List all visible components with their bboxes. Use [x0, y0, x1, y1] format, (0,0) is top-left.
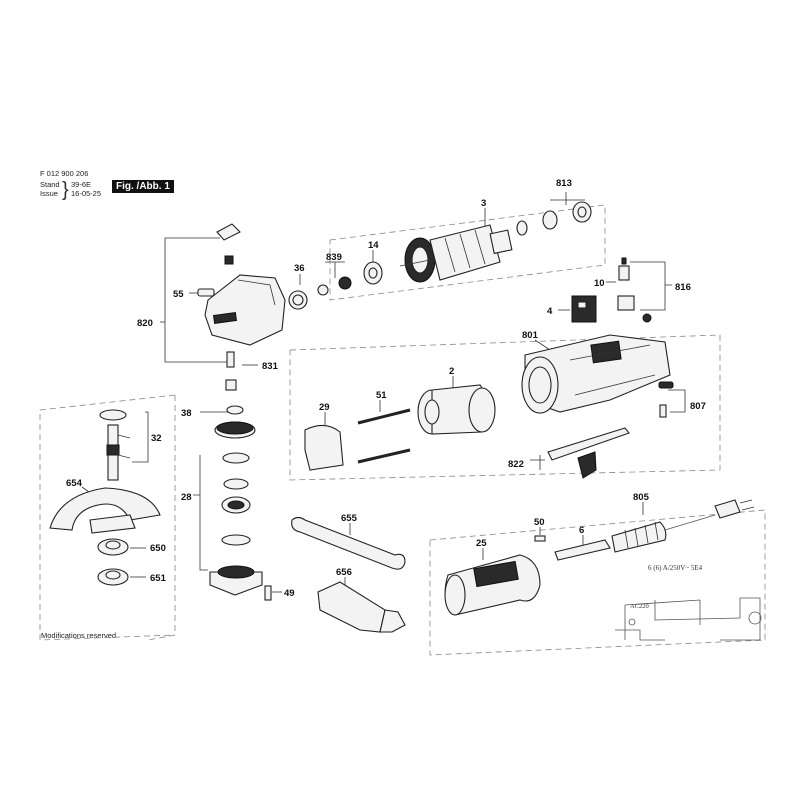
- part-nut-839: [338, 276, 352, 290]
- part-cap: [216, 223, 241, 241]
- part-number-36: 36: [294, 263, 305, 274]
- part-ring-28b: [221, 534, 251, 546]
- leader-813: [550, 192, 585, 205]
- part-ring-28a: [223, 478, 249, 490]
- part-number-55: 55: [173, 289, 184, 300]
- part-housing-logo: [212, 311, 238, 325]
- part-number-820: 820: [137, 318, 153, 329]
- part-screw-51a: [357, 408, 411, 425]
- part-screw-50: [534, 535, 546, 542]
- part-bearing-839: [317, 284, 329, 296]
- part-number-49: 49: [284, 588, 295, 599]
- leader-816: [630, 261, 672, 311]
- part-labels: 813 3 839 14 36 55 820 831 10 816 4 801 2 51 29 807 822 3…: [66, 178, 706, 599]
- frame-spindle-group: [39, 394, 176, 641]
- part-number-29: 29: [319, 402, 330, 413]
- part-switch-4: [571, 295, 597, 323]
- part-washer-813: [516, 220, 528, 236]
- leader-839: [325, 261, 345, 278]
- part-number-839: 839: [326, 252, 342, 263]
- part-number-14: 14: [368, 240, 379, 251]
- part-bush: [225, 379, 237, 391]
- part-gear-housing: [204, 274, 286, 346]
- schematic-rating: 6 (6) A/250V~ 5E4: [648, 564, 703, 572]
- part-motor-housing-801: [521, 334, 671, 414]
- issue-label: Issue: [40, 189, 58, 198]
- part-guard-654: [49, 487, 161, 531]
- leader-28: [193, 455, 208, 571]
- doc-number: F 012 900 206: [40, 169, 89, 178]
- part-armature-3: [399, 224, 513, 283]
- part-number-25: 25: [476, 538, 487, 549]
- schematic-supply: AC220: [630, 603, 649, 610]
- part-handle-656: [317, 581, 386, 633]
- part-circlip-28: [222, 452, 250, 464]
- frame-gear-group: [147, 395, 176, 641]
- part-number-3: 3: [481, 198, 486, 209]
- stand-label: Stand: [40, 180, 60, 189]
- part-number-32: 32: [151, 433, 162, 444]
- part-brush-spring: [642, 313, 652, 323]
- part-number-655: 655: [341, 513, 358, 524]
- part-bearing-813a: [542, 210, 558, 230]
- part-switch-paddle: [577, 451, 597, 479]
- part-number-816: 816: [675, 282, 691, 293]
- part-spanner-655: [291, 516, 406, 570]
- modifications-note: Modifications reserved: [41, 631, 117, 640]
- part-screw-49: [264, 585, 272, 601]
- part-cover-807: [658, 381, 674, 389]
- leader-807: [668, 389, 686, 413]
- part-screw-55: [197, 288, 215, 297]
- part-number-28: 28: [181, 492, 192, 503]
- figure-label: Fig. /Abb. 1: [112, 180, 174, 193]
- wiring-schematic: [615, 597, 762, 641]
- leader-822: [530, 455, 545, 470]
- leader-32: [132, 411, 149, 463]
- part-number-813: 813: [556, 178, 572, 189]
- frame-cord-group: [429, 509, 766, 656]
- part-number-651: 651: [150, 573, 167, 584]
- leader-820: [160, 237, 230, 363]
- part-cable-805: [611, 499, 755, 553]
- part-nut-top: [224, 255, 234, 265]
- part-stator-2: [417, 384, 496, 435]
- part-number-38: 38: [181, 408, 192, 419]
- issue-value: 16-05-25: [71, 189, 102, 198]
- part-number-801: 801: [522, 330, 539, 341]
- stand-value: 39-6E: [71, 180, 92, 189]
- part-number-805: 805: [633, 492, 650, 503]
- part-number-831: 831: [262, 361, 279, 372]
- part-brush-cap: [621, 257, 627, 265]
- part-washer-32: [99, 409, 127, 421]
- part-number-822: 822: [508, 459, 524, 470]
- brace-glyph: }: [62, 179, 69, 201]
- part-screw-807: [659, 404, 667, 418]
- part-number-4: 4: [547, 306, 553, 317]
- part-brush-10: [618, 265, 630, 281]
- frame-housing-group: [289, 334, 721, 481]
- part-switch-rod-822: [547, 427, 630, 461]
- part-number-2: 2: [449, 366, 454, 377]
- part-screw-51b: [357, 448, 411, 464]
- leader-801: [534, 339, 551, 351]
- part-number-51: 51: [376, 390, 387, 401]
- part-baffle-29: [304, 424, 344, 471]
- part-number-6: 6: [579, 525, 584, 536]
- part-strain-relief-6: [554, 539, 611, 561]
- part-number-656: 656: [336, 567, 352, 578]
- part-brush-holder: [617, 295, 635, 311]
- part-number-807: 807: [690, 401, 706, 412]
- part-number-50: 50: [534, 517, 545, 528]
- part-number-10: 10: [594, 278, 605, 289]
- frame-armature-group: [329, 204, 606, 301]
- part-pin-831: [226, 351, 235, 368]
- part-number-650: 650: [150, 543, 166, 554]
- part-number-654: 654: [66, 478, 83, 489]
